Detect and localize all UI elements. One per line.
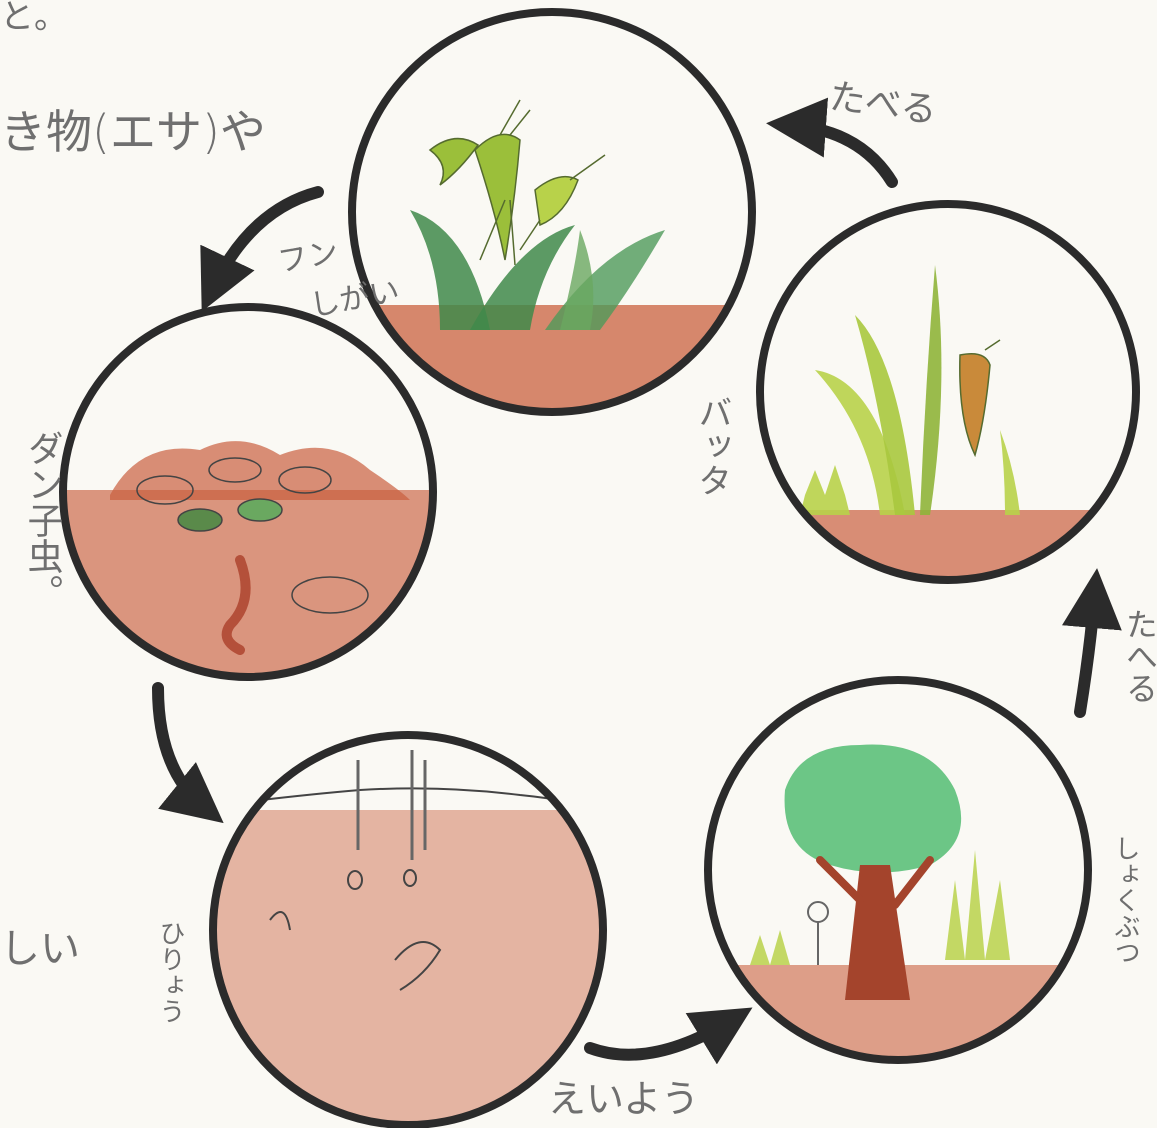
soil-scene xyxy=(210,735,610,1128)
label-plant: しょくぶつ xyxy=(1110,835,1140,965)
flower xyxy=(808,902,828,922)
leaf xyxy=(920,265,941,515)
leaf xyxy=(1000,430,1020,515)
leaf xyxy=(560,230,593,330)
tree-crown xyxy=(785,745,962,873)
decomposer-scene xyxy=(60,307,440,690)
arrow-eat-right xyxy=(1080,592,1095,712)
fragment-top-left: と。 xyxy=(0,0,68,37)
grass-tuft xyxy=(750,930,790,965)
label-eat-top: たべる xyxy=(827,76,940,132)
arrow-decompose xyxy=(158,688,205,808)
plant-scene xyxy=(700,680,1100,1075)
tree-trunk xyxy=(845,865,910,1000)
label-fertilizer: ひりょう xyxy=(155,920,185,1024)
label-decomposer: ダン子虫。 xyxy=(22,430,63,610)
label-dung-1: フン xyxy=(275,235,341,280)
dead-leaf xyxy=(178,509,222,531)
grasshopper-scene xyxy=(740,204,1157,610)
grasshopper xyxy=(960,340,1000,455)
fragment-bottom-left: しい xyxy=(0,926,80,972)
grass-tuft xyxy=(945,850,1010,960)
fragment-left-line: き物(エサ)や xyxy=(0,105,266,159)
mantis-scene xyxy=(340,12,770,425)
label-grasshopper: バッタ xyxy=(692,395,732,497)
grass-tuft xyxy=(800,465,850,515)
label-eat-right: たへる xyxy=(1121,608,1157,704)
label-nutrients: えいよう xyxy=(548,1077,699,1121)
arrow-eat-top xyxy=(790,125,892,182)
mound xyxy=(110,441,410,500)
arrow-nutrients xyxy=(590,1020,732,1055)
dead-leaf xyxy=(238,499,282,521)
